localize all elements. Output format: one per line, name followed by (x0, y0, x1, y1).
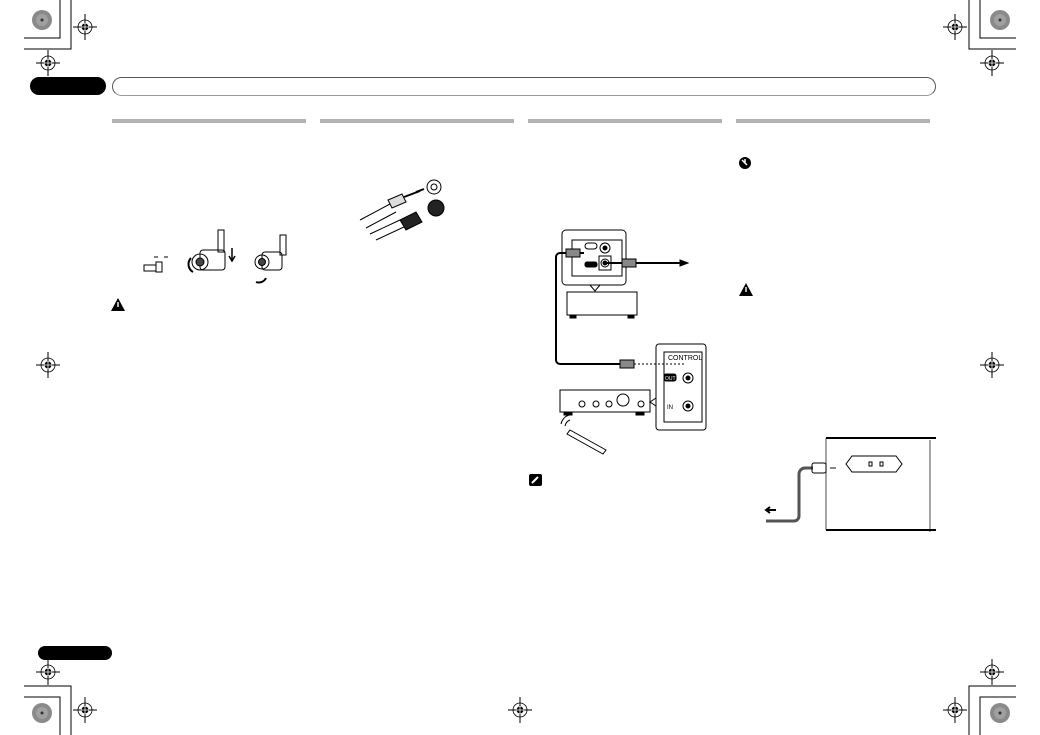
registration-mark-icon (36, 352, 60, 378)
registration-mark-icon (36, 50, 60, 76)
registration-mark-icon (943, 697, 967, 723)
registration-mark-icon (980, 50, 1004, 76)
registration-mark-icon (508, 697, 532, 723)
note-pencil-icon (529, 474, 542, 486)
chapter-title-bar (112, 77, 936, 96)
crop-lines (24, 0, 1016, 735)
chapter-number-tab (30, 77, 106, 95)
section-rule-2 (320, 119, 514, 123)
page-number-tab (38, 646, 112, 660)
caution-triangle-icon (739, 283, 753, 296)
registration-mark-icon (36, 659, 60, 685)
registration-mark-icon (980, 352, 1004, 378)
registration-mark-icon (73, 697, 97, 723)
color-target-icon (990, 703, 1010, 723)
section-rule-1 (112, 119, 306, 123)
caution-triangle-icon (111, 298, 125, 311)
in-label: IN (667, 405, 673, 411)
section-rule-4 (736, 119, 930, 123)
registration-mark-icon (73, 14, 97, 40)
important-icon (739, 157, 751, 169)
registration-mark-icon (980, 659, 1004, 685)
color-target-icon (32, 703, 52, 723)
control-label: CONTROL (668, 355, 702, 362)
color-target-icon (32, 10, 52, 30)
registration-mark-icon (943, 14, 967, 40)
power-cord-diagram (764, 437, 936, 532)
control-connection-diagram (555, 229, 707, 455)
speaker-wire-diagram (143, 229, 287, 284)
section-rule-3 (528, 119, 722, 123)
color-target-icon (990, 10, 1010, 30)
rca-plug-diagram (359, 179, 445, 241)
out-label: OUT (665, 376, 676, 382)
